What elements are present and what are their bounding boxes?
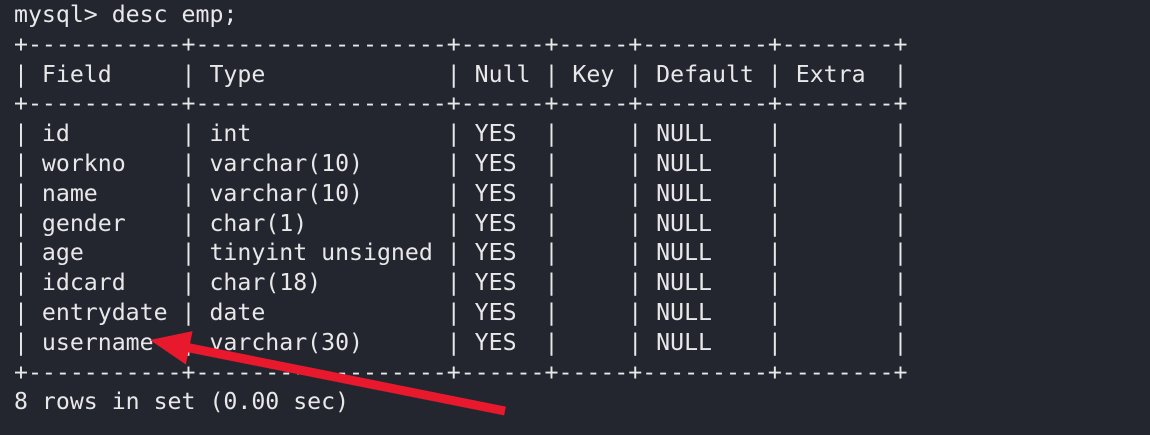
console-output: mysql> desc emp; +-----------+----------… — [14, 1, 908, 416]
